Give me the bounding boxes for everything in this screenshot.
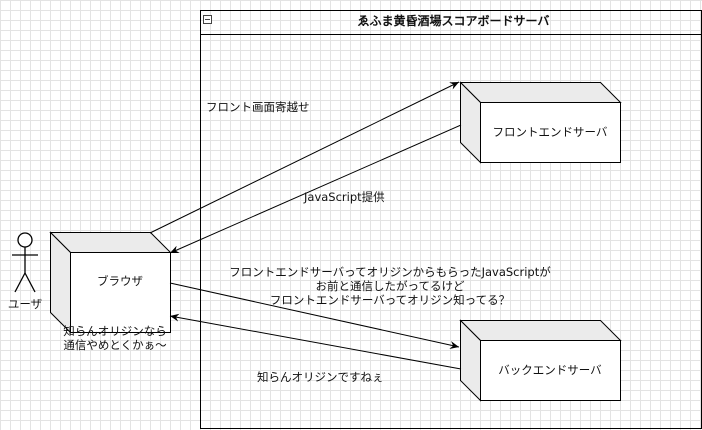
browser-note: 知らんオリジンなら 通信やめとくかぁ～ — [45, 324, 185, 352]
frame-title: ゑふま黄昏酒場スコアボードサーバ — [357, 14, 550, 28]
edge-browser-to-frontend[interactable] — [149, 81, 460, 234]
browser-node[interactable] — [49, 231, 172, 334]
edge-label-line: フロントエンドサーバってオリジン知ってる？ — [269, 293, 511, 307]
user-actor-label: ユーザ — [7, 297, 43, 311]
edge-frontend-to-browser[interactable] — [169, 124, 462, 254]
system-frame[interactable] — [200, 10, 702, 429]
browser-note-line: 通信やめとくかぁ～ — [63, 338, 167, 352]
edge-browser-to-backend[interactable] — [169, 282, 460, 349]
edge-label-fetch-frontend: フロント画面寄越せ — [206, 100, 310, 114]
browser-note-line: 知らんオリジンなら — [63, 324, 167, 338]
user-actor-icon[interactable] — [12, 232, 38, 293]
edge-label-line: フロントエンドサーバってオリジンからもらったJavaScriptが — [229, 265, 551, 279]
frontend-server-node[interactable] — [459, 81, 622, 164]
edge-label-unknown-origin: 知らんオリジンですねぇ — [257, 370, 384, 384]
frame-collapse-icon[interactable] — [203, 15, 212, 24]
edge-backend-to-browser[interactable] — [169, 313, 462, 370]
edge-label-to-backend: フロントエンドサーバってオリジンからもらったJavaScriptが お前と通信し… — [200, 265, 580, 307]
backend-server-label: バックエンドサーバ — [498, 363, 602, 377]
frontend-server-label: フロントエンドサーバ — [492, 125, 608, 139]
edge-label-line: お前と通信したがってるけど — [315, 279, 465, 293]
edge-label-provide-js: JavaScript提供 — [304, 190, 385, 204]
backend-server-node[interactable] — [459, 319, 622, 402]
browser-label: ブラウザ — [97, 274, 143, 288]
